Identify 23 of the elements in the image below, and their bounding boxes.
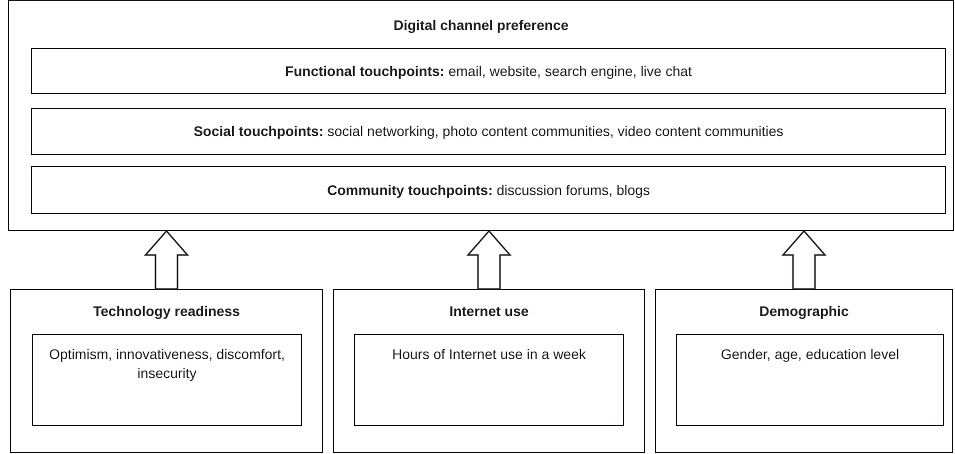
block-arrow	[144, 230, 190, 290]
box-text: Gender, age, education level	[720, 345, 900, 364]
text-box	[676, 334, 944, 426]
box-heading: Digital channel preference	[393, 16, 569, 34]
text-box	[31, 48, 946, 94]
text-box	[32, 334, 302, 426]
group-box	[655, 289, 953, 453]
box-heading: Internet use	[449, 302, 529, 320]
block-arrow	[466, 230, 512, 290]
text-box	[31, 108, 946, 155]
text-box	[31, 166, 946, 214]
box-heading: Demographic	[759, 302, 849, 320]
box-text: Hours of Internet use in a week	[392, 345, 586, 364]
text-box	[354, 334, 624, 426]
group-box	[333, 289, 645, 453]
group-box	[10, 289, 323, 453]
box-text: Community touchpoints: discussion forums, blogs	[327, 180, 650, 200]
group-box	[8, 0, 954, 231]
box-heading: Technology readiness	[93, 302, 240, 320]
box-text: Social touchpoints: social networking, photo content communities, video content communities	[194, 122, 784, 141]
box-text: Functional touchpoints: email, website, search engine, live chat	[285, 62, 692, 80]
block-arrow	[781, 230, 827, 290]
box-text: Optimism, innovativeness, discomfort, insecurity	[48, 345, 286, 383]
